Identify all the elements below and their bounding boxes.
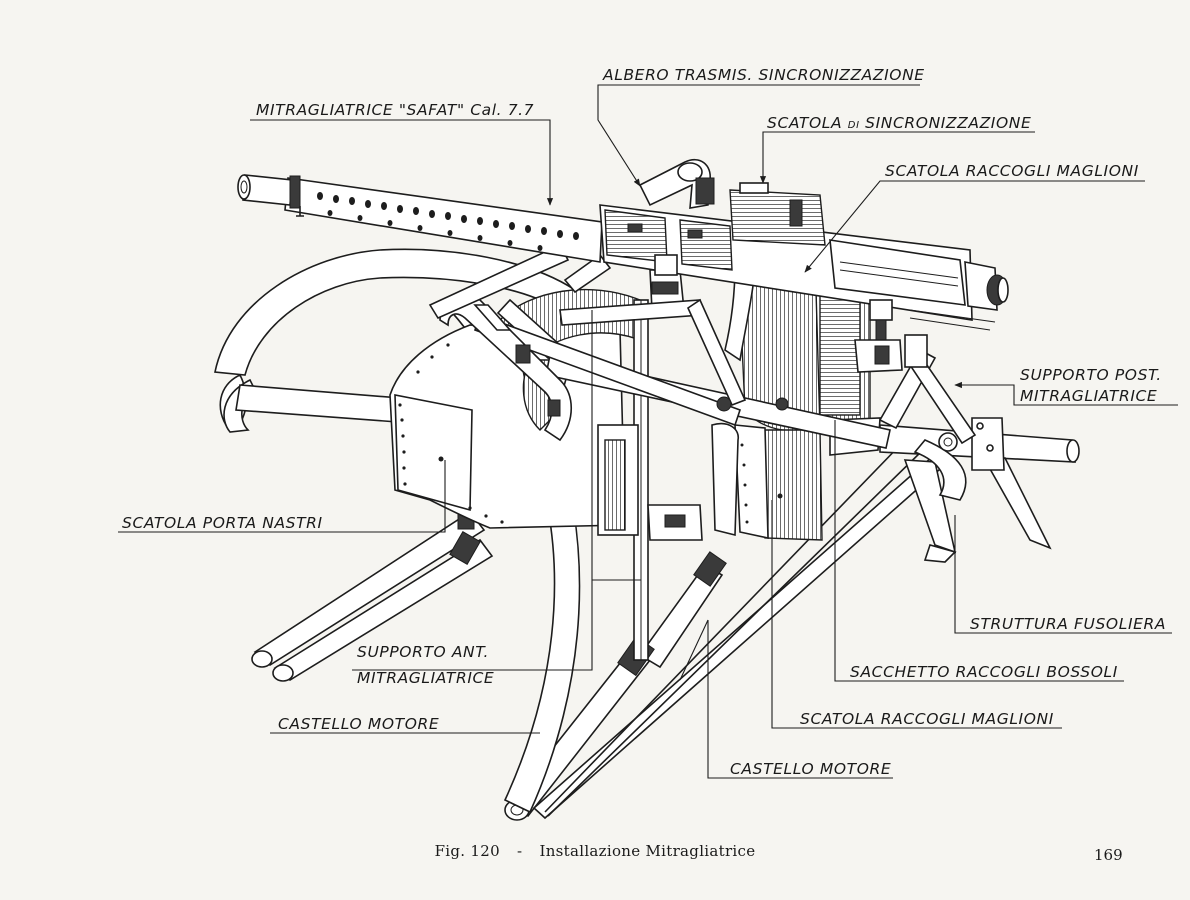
label-supporto-post-line2: MITRAGLIATRICE (1020, 387, 1157, 405)
label-albero-trasmissione: ALBERO TRASMIS. SINCRONIZZAZIONE (602, 66, 925, 84)
label-scatola-porta-nastri: SCATOLA PORTA NASTRI (122, 514, 323, 532)
figure-number: Fig. 120 (434, 842, 500, 860)
engine-mount-tubes (251, 299, 950, 821)
tubular-frame (428, 243, 891, 449)
label-scatola-sincronizzazione: SCATOLA DI SINCRONIZZAZIONE (767, 114, 1031, 132)
label-scatola-raccogli-maglioni-bottom: SCATOLA RACCOGLI MAGLIONI (800, 710, 1054, 728)
caption-dash: - (517, 842, 523, 860)
label-supporto-ant-line1: SUPPORTO ANT. (357, 643, 489, 661)
label-castello-motore-bottom: CASTELLO MOTORE (730, 760, 891, 778)
label-sacchetto-raccogli-bossoli: SACCHETTO RACCOGLI BOSSOLI (850, 663, 1118, 681)
label-scatola-raccogli-maglioni-top: SCATOLA RACCOGLI MAGLIONI (885, 162, 1139, 180)
label-supporto-post-line1: SUPPORTO POST. (1020, 366, 1162, 384)
figure-title: Installazione Mitragliatrice (539, 842, 756, 860)
leader-lines (118, 84, 1178, 779)
machine-gun (237, 158, 1009, 373)
figure-caption: Fig. 120 - Installazione Mitragliatrice (0, 842, 1190, 860)
page-number: 169 (1094, 846, 1123, 864)
label-mitragliatrice-safat: MITRAGLIATRICE "SAFAT" Cal. 7.7 (256, 101, 534, 119)
callout-labels: ALBERO TRASMIS. SINCRONIZZAZIONE MITRAGL… (122, 66, 1166, 778)
label-supporto-ant-line2: MITRAGLIATRICE (357, 669, 494, 687)
label-castello-motore-left: CASTELLO MOTORE (278, 715, 439, 733)
label-struttura-fusoliera: STRUTTURA FUSOLIERA (970, 615, 1166, 633)
